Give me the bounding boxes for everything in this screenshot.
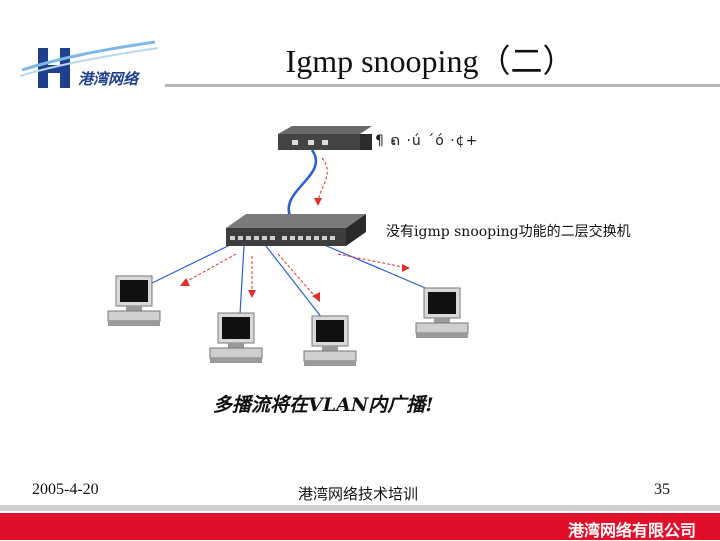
company-logo: 港湾网络 bbox=[20, 40, 159, 88]
computer-2 bbox=[209, 312, 263, 363]
page-title: Igmp snooping（二） bbox=[285, 43, 575, 79]
diagram-caption: 多播流将在VLAN内广播! bbox=[213, 394, 434, 416]
logo-text: 港湾网络 bbox=[78, 70, 140, 88]
footer-date: 2005-4-20 bbox=[32, 481, 99, 498]
router-device bbox=[278, 126, 372, 150]
logo-mark-icon bbox=[20, 40, 159, 88]
router-label: ¶ ຄ ·ú ´ó ·¢+ bbox=[375, 133, 479, 149]
footer-bar: 港湾网络有限公司 bbox=[0, 513, 720, 540]
title-divider bbox=[165, 84, 720, 87]
multicast-flow-arrows bbox=[181, 157, 409, 301]
computer-1 bbox=[107, 275, 161, 326]
computer-4 bbox=[415, 287, 469, 338]
footer-company-name: 港湾网络有限公司 bbox=[567, 521, 696, 540]
arrow-heads bbox=[180, 198, 410, 302]
switch-device bbox=[226, 214, 366, 246]
switch-label: 没有igmp snooping功能的二层交换机 bbox=[386, 224, 631, 240]
computer-3 bbox=[303, 315, 357, 366]
footer-course-name: 港湾网络技术培训 bbox=[298, 485, 419, 503]
footer-divider bbox=[0, 505, 720, 511]
page-number: 35 bbox=[654, 481, 670, 498]
cable-links bbox=[147, 149, 431, 319]
